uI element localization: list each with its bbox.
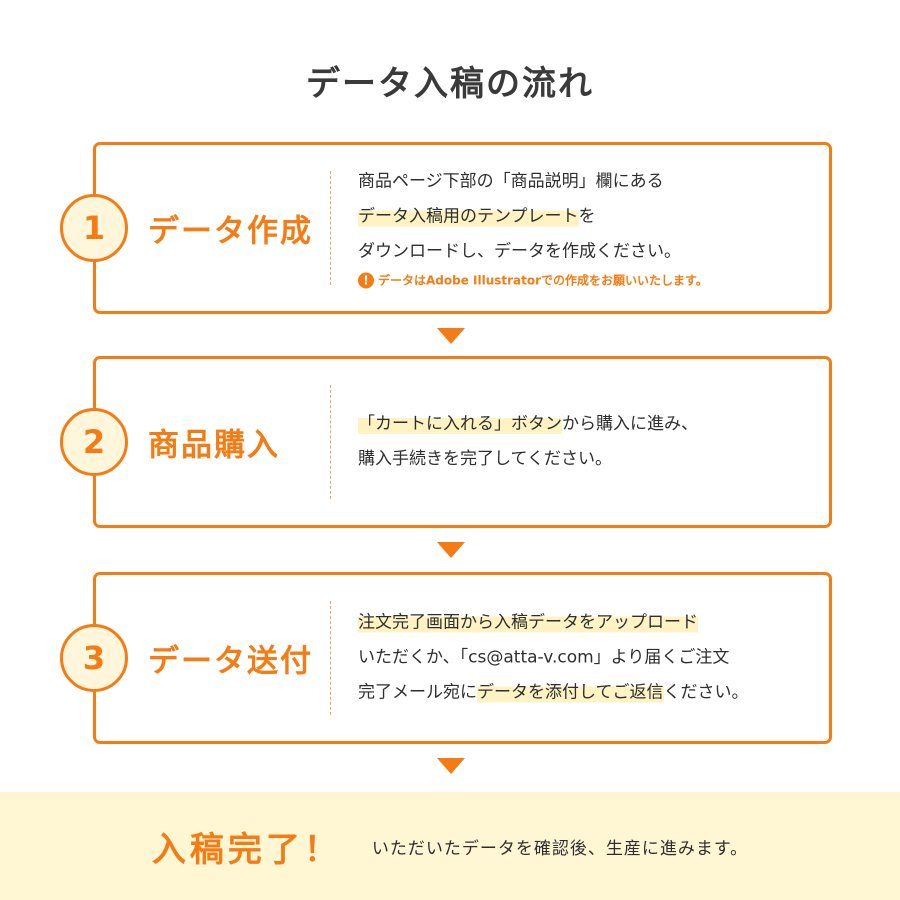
- completion-text: いただいたデータを確認後、生産に進みます。: [371, 838, 749, 859]
- step-number-badge: 3: [60, 624, 128, 692]
- warning-note: ! データはAdobe Illustratorでの作成をお願いいたします。: [358, 270, 819, 292]
- step-label: データ送付: [148, 643, 313, 680]
- step-number-badge: 2: [60, 408, 128, 476]
- step-description: 注文完了画面から入稿データをアップロード いただくか、「cs@atta-v.co…: [358, 606, 819, 711]
- description-line: 「カートに入れる」ボタンから購入に進み、: [358, 407, 819, 442]
- dashed-divider: [330, 601, 331, 715]
- step-label: データ作成: [148, 213, 313, 250]
- description-line: 購入手続きを完了してください。: [358, 449, 612, 469]
- down-arrow-icon: [437, 328, 465, 344]
- completion-title: 入稿完了！: [151, 829, 342, 870]
- description-text: から購入に進み、: [562, 414, 698, 434]
- highlight-text: 「カートに入れる」ボタン: [358, 414, 562, 434]
- step-description: 「カートに入れる」ボタンから購入に進み、 購入手続きを完了してください。: [358, 407, 819, 477]
- exclamation-icon: !: [358, 272, 374, 289]
- highlight-text: データを添付してご返信: [477, 682, 664, 703]
- dashed-divider: [330, 385, 331, 499]
- dashed-divider: [330, 171, 331, 285]
- step-label: 商品購入: [148, 427, 280, 464]
- step-card-3: 3 データ送付 注文完了画面から入稿データをアップロード いただくか、「cs@a…: [60, 572, 832, 744]
- description-line: 商品ページ下部の「商品説明」欄にある: [358, 171, 664, 192]
- description-text: ください。: [663, 682, 749, 703]
- step-card-1: 1 データ作成 商品ページ下部の「商品説明」欄にある データ入稿用のテンプレート…: [60, 142, 832, 314]
- description-line: ダウンロードし、データを作成ください。: [358, 241, 681, 262]
- description-line: いただくか、「cs@atta-v.com」より届くご注文: [358, 647, 730, 668]
- description-line: データ入稿用のテンプレートを: [358, 200, 819, 235]
- down-arrow-icon: [437, 542, 465, 558]
- description-text: 完了メール宛に: [358, 682, 477, 703]
- highlight-text: データ入稿用のテンプレート: [358, 206, 579, 227]
- down-arrow-icon: [437, 758, 465, 774]
- highlight-text: 注文完了画面から入稿データをアップロード: [358, 612, 698, 633]
- step-card-2: 2 商品購入 「カートに入れる」ボタンから購入に進み、 購入手続きを完了してくだ…: [60, 356, 832, 528]
- step-description: 商品ページ下部の「商品説明」欄にある データ入稿用のテンプレートを ダウンロード…: [358, 165, 819, 292]
- description-line: 注文完了画面から入稿データをアップロード: [358, 606, 819, 641]
- page-title: データ入稿の流れ: [306, 64, 594, 104]
- description-line: 完了メール宛にデータを添付してご返信ください。: [358, 676, 819, 711]
- description-text: を: [578, 206, 596, 227]
- warning-note-text: データはAdobe Illustratorでの作成をお願いいたします。: [378, 273, 708, 288]
- completion-banner: 入稿完了！ いただいたデータを確認後、生産に進みます。: [0, 792, 900, 900]
- step-number-badge: 1: [60, 194, 128, 262]
